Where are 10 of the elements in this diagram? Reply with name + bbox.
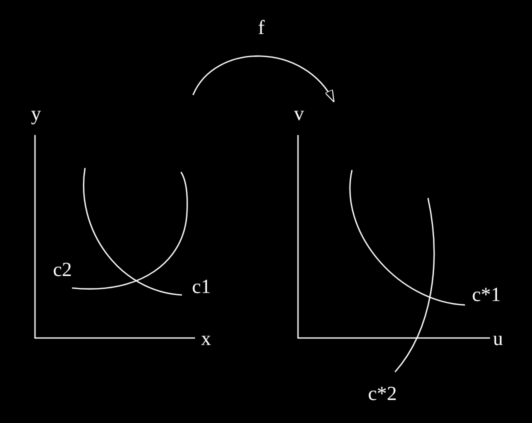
curve-label: c*1	[472, 285, 501, 305]
curve-label: c1	[192, 277, 211, 297]
curve-label: c*2	[368, 384, 397, 404]
axis-label: y	[31, 104, 41, 124]
curved-arrow	[192, 56, 335, 102]
curve-label: c2	[53, 260, 72, 280]
axis-label: u	[493, 329, 503, 349]
axis-label: v	[294, 104, 304, 124]
axis-label: x	[201, 329, 211, 349]
edge-label: f	[258, 18, 265, 38]
